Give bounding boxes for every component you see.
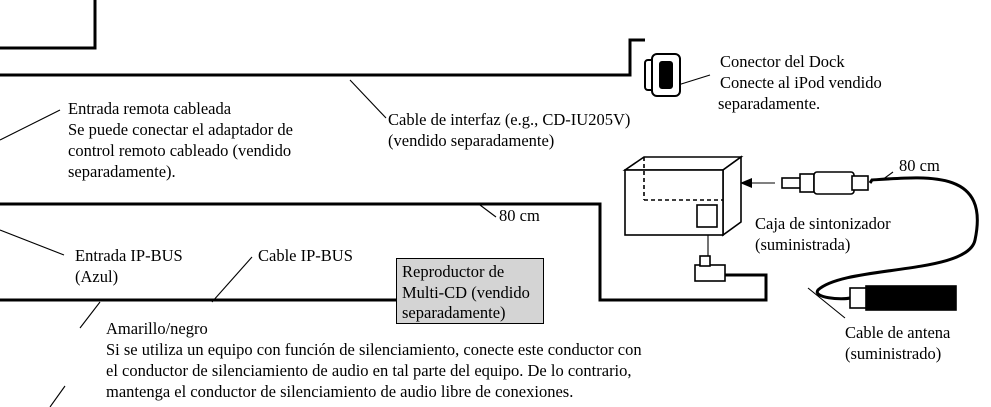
dock-connector-icon	[644, 53, 681, 97]
mute-lead-label: Amarillo/negro Si se utiliza un equipo c…	[106, 319, 642, 401]
length-upper-label: 80 cm	[899, 156, 940, 175]
ipbus-cable-line	[0, 202, 768, 302]
ipbus-cable-label: Cable IP-BUS	[258, 246, 353, 265]
interface-cable-run	[0, 38, 645, 77]
antenna-cable-line	[815, 176, 979, 301]
leader-80cm-lower	[479, 204, 497, 218]
leader-ipbus-input	[0, 229, 65, 256]
tuner-box-icon	[622, 155, 744, 237]
wired-remote-label: Entrada remota cableada Se puede conecta…	[68, 99, 293, 181]
leader-ipbus-cable	[211, 256, 253, 303]
leader-mute-upper	[79, 301, 101, 329]
dock-connector-label: Conector del Dock Conecte al iPod vendid…	[718, 52, 882, 113]
leader-mute-lower	[49, 385, 66, 407]
leader-antenna	[807, 287, 846, 319]
interface-cable-line	[0, 0, 97, 50]
tuner-plug-icon	[694, 255, 726, 282]
tuner-box-label: Caja de sintonizador (suministrada)	[755, 214, 891, 254]
antenna-far-plug-icon	[849, 285, 957, 311]
leader-interface	[349, 79, 387, 119]
leader-wired-remote	[0, 109, 61, 141]
interface-cable-label: Cable de interfaz (e.g., CD-IU205V) (ven…	[388, 110, 631, 150]
arrow-head-tuner	[740, 178, 752, 188]
antenna-plug-icon	[781, 171, 869, 195]
leader-dock	[677, 74, 711, 86]
multi-cd-player-box: Reproductor de Multi-CD (vendido separad…	[396, 258, 544, 324]
length-lower-label: 80 cm	[499, 206, 540, 225]
leader-80cm-upper	[881, 171, 894, 181]
antenna-cable-label: Cable de antena (suministrado)	[845, 323, 951, 363]
ipbus-input-label: Entrada IP-BUS (Azul)	[75, 246, 183, 286]
